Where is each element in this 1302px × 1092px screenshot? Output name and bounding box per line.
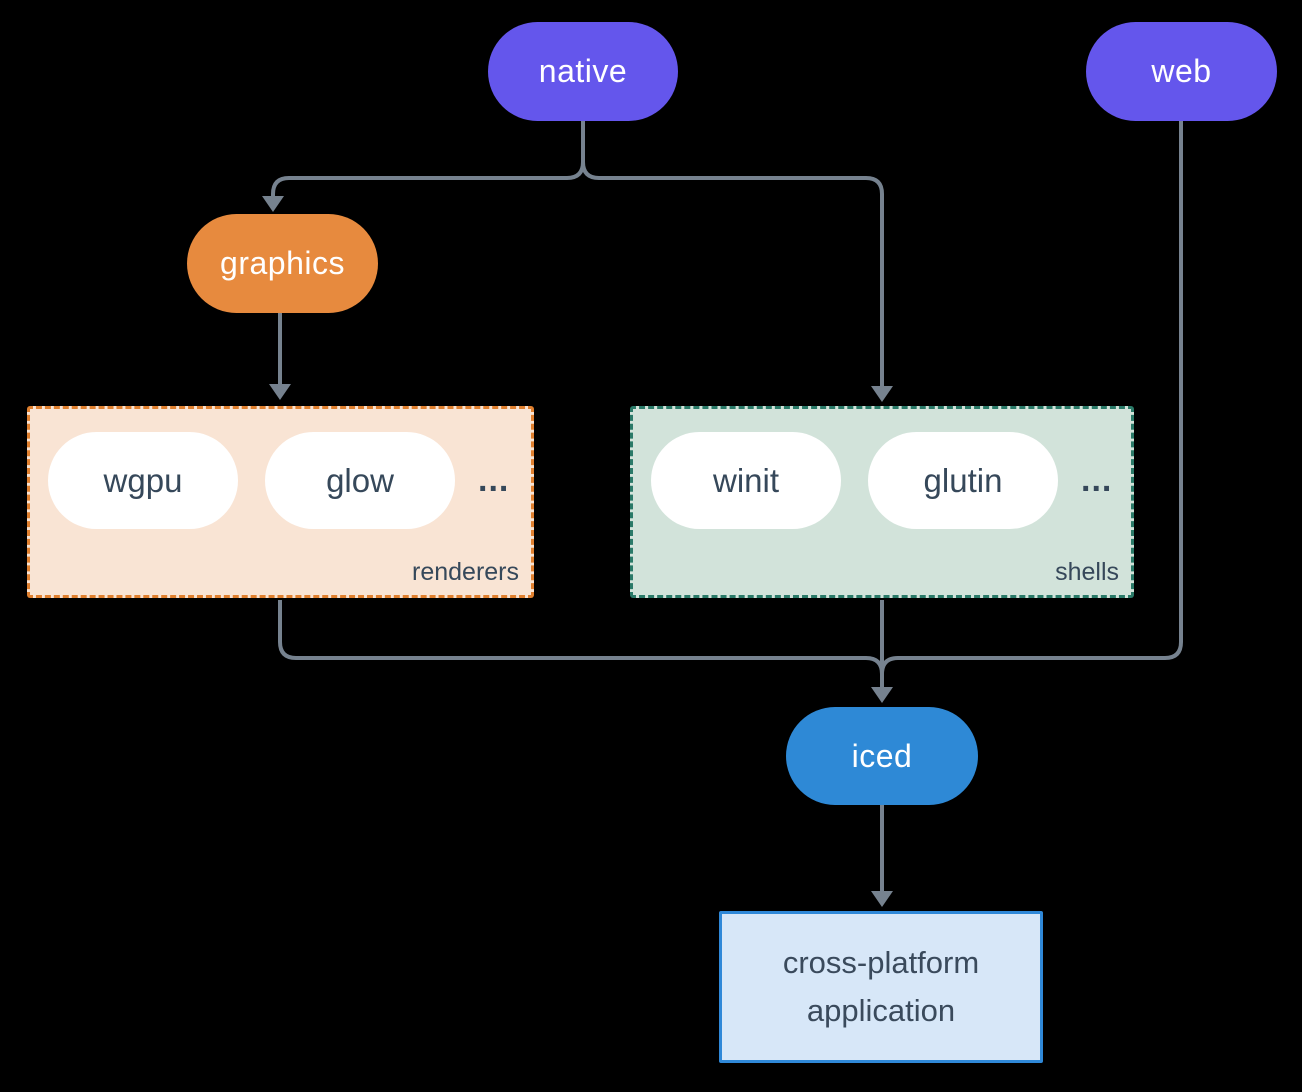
node-native: native xyxy=(488,22,678,121)
arrowhead-renderers xyxy=(269,384,291,400)
group-renderers: wgpu glow ... renderers xyxy=(27,406,534,598)
shells-group-label: shells xyxy=(1055,558,1119,586)
edge-renderers-iced xyxy=(278,600,884,675)
node-winit: winit xyxy=(651,432,841,529)
shells-ellipsis: ... xyxy=(1081,461,1113,499)
node-glow: glow xyxy=(265,432,455,529)
group-shells: winit glutin ... shells xyxy=(630,406,1134,598)
node-native-label: native xyxy=(538,53,628,89)
node-glutin-label: glutin xyxy=(923,461,1003,499)
node-graphics: graphics xyxy=(187,214,378,313)
node-web: web xyxy=(1086,22,1277,121)
edge-native-shells xyxy=(581,121,884,386)
node-glutin: glutin xyxy=(868,432,1058,529)
app-label-line1: cross-platform xyxy=(782,944,980,980)
arrowhead-shells xyxy=(871,386,893,402)
node-iced: iced xyxy=(786,707,978,805)
node-cross-platform-application: cross-platform application xyxy=(719,911,1043,1063)
node-wgpu: wgpu xyxy=(48,432,238,529)
renderers-group-label: renderers xyxy=(412,558,519,586)
arrowhead-iced xyxy=(871,687,893,703)
node-iced-label: iced xyxy=(851,737,913,774)
edge-native-graphics xyxy=(271,121,585,196)
node-glow-label: glow xyxy=(326,461,394,499)
arrowhead-app xyxy=(871,891,893,907)
node-wgpu-label: wgpu xyxy=(103,461,183,499)
app-label-line2: application xyxy=(806,993,956,1028)
node-winit-label: winit xyxy=(712,461,780,499)
node-web-label: web xyxy=(1151,53,1212,89)
renderers-ellipsis: ... xyxy=(478,461,510,499)
arrowhead-graphics xyxy=(262,196,284,212)
node-graphics-label: graphics xyxy=(220,245,345,281)
